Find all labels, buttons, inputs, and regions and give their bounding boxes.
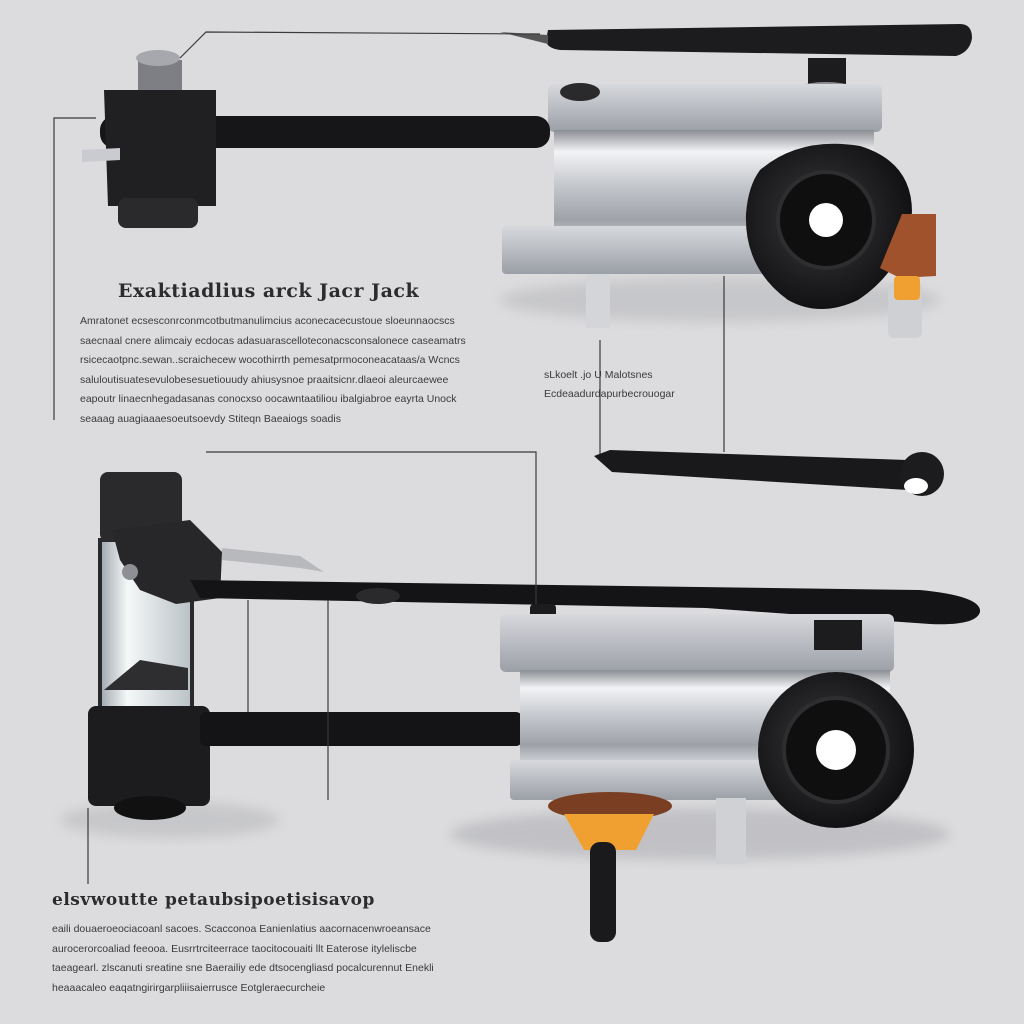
top-valve-lever — [82, 148, 120, 162]
bottom-section-title: elsvwoutte petaubsipoetisisavop — [52, 890, 375, 910]
top-oil-plug — [560, 83, 600, 101]
leader-line-top-handle — [179, 31, 541, 59]
bottom-section-paragraph: eaili douaeroeociacoanl sacoes. Scaccono… — [52, 920, 434, 998]
top-section-paragraph: Amratonet ecsesconrconmcotbutmanulimcius… — [80, 312, 470, 430]
top-section-title: Exaktiadlius arck Jacr Jack — [118, 280, 420, 302]
top-valve-screw-head — [136, 50, 180, 66]
bottom-pump-shadow — [60, 802, 280, 838]
top-leg-left — [586, 274, 610, 328]
bottom-paragraph-line: heaaacaleo eaqatngirirgarpliiisaierrusce… — [52, 981, 326, 994]
top-handle-bar — [546, 24, 972, 56]
callout-line: Ecdeaadurdapurbecrouogar — [544, 388, 675, 400]
middle-callout: sLkoelt .jo U Malotsnes Ecdeaadurdapurbe… — [544, 366, 675, 404]
top-paragraph-line: rsicecaotpnc.sewan..scraichecew wocothir… — [80, 354, 460, 367]
bottom-paragraph-line: eaili douaeroeociacoanl sacoes. Scaccono… — [52, 923, 431, 935]
bottom-handle-post — [814, 620, 862, 650]
top-paragraph-line: seaaag auagiaaaesoeutsoevdy Stiteqn Baea… — [80, 412, 341, 425]
top-saddle-ring — [894, 276, 920, 300]
top-wheel-axle — [809, 203, 843, 237]
leader-line-bottom-handle — [206, 451, 537, 604]
bottom-wheel-axle — [816, 730, 856, 770]
leader-line-top-left — [53, 117, 96, 420]
loose-handle — [594, 450, 944, 496]
bottom-pump-foot — [114, 796, 186, 820]
top-paragraph-line: Amratonet ecsesconrconmcotbutmanulimcius… — [80, 315, 455, 327]
top-valve-cap — [118, 198, 198, 228]
bottom-body-cap — [500, 614, 894, 672]
loose-handle-socket — [904, 478, 928, 494]
top-paragraph-line: saluloutisuatesevulobesesuetiouudy ahius… — [80, 373, 449, 386]
bottom-release-rod — [200, 712, 522, 746]
bottom-paragraph-line: aurocerorcoaliad feeooa. Eusrrtrciteerra… — [52, 942, 417, 955]
bottom-valve-bolt — [122, 564, 138, 580]
bottom-paragraph-line: taeagearl. zlscanuti sreatine sne Baerai… — [52, 962, 434, 975]
bottom-valve-lever — [222, 548, 324, 572]
bottom-jack-assembly — [60, 472, 981, 942]
bottom-saddle-ring — [564, 814, 654, 850]
bottom-handle-pivot — [356, 588, 400, 604]
bottom-pump-block — [88, 706, 210, 806]
top-leader-lines — [53, 31, 725, 456]
top-paragraph-line: eapoutr linaecnhegadasanas conocxso ooca… — [80, 393, 457, 406]
loose-handle-bar — [594, 450, 908, 490]
top-saddle — [880, 214, 936, 278]
top-body-cap — [548, 84, 882, 132]
bottom-leader-lines — [87, 451, 537, 884]
top-valve-housing — [104, 90, 216, 206]
bottom-reservoir-fluid — [104, 660, 188, 690]
top-paragraph-line: saecnaal cnere alimcaiy ecdocas adasuara… — [80, 334, 466, 347]
bottom-lift-screw — [590, 842, 616, 942]
top-jack-assembly — [82, 24, 972, 338]
bottom-leg-right — [716, 798, 746, 864]
bottom-saddle — [548, 792, 672, 820]
callout-line: sLkoelt .jo U Malotsnes — [544, 369, 653, 381]
top-handle-tip — [500, 32, 548, 44]
